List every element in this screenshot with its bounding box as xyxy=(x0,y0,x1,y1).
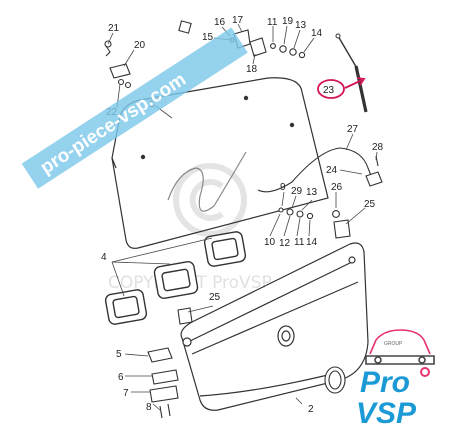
label-15: 15 xyxy=(202,32,214,43)
label-29: 29 xyxy=(291,186,303,197)
label-5: 5 xyxy=(116,349,122,360)
label-20: 20 xyxy=(134,40,146,51)
label-12: 12 xyxy=(279,238,291,249)
label-11-lower: 11 xyxy=(294,237,305,248)
label-9: 9 xyxy=(280,182,286,193)
part-number-labels: 21 20 22 1 15 16 17 18 11 19 13 14 23 27… xyxy=(101,15,384,415)
label-17: 17 xyxy=(232,15,244,26)
highlight-23 xyxy=(317,77,366,99)
gear-icon xyxy=(420,367,430,377)
label-25-right: 25 xyxy=(364,199,376,210)
label-26: 26 xyxy=(331,182,343,193)
car-icon xyxy=(365,329,435,365)
label-28: 28 xyxy=(372,142,384,153)
label-7: 7 xyxy=(123,388,129,399)
logo-group-text: GROUP xyxy=(384,341,403,347)
label-10: 10 xyxy=(264,237,276,248)
logo-line1: Pro xyxy=(360,366,410,399)
label-14-lower: 14 xyxy=(306,237,318,248)
label-21: 21 xyxy=(108,23,120,34)
label-14-top: 14 xyxy=(311,28,323,39)
label-27: 27 xyxy=(347,124,359,135)
label-13-top: 13 xyxy=(295,20,307,31)
logo-line2: VSP xyxy=(356,397,417,430)
label-19: 19 xyxy=(282,16,294,27)
release-cable xyxy=(257,147,383,193)
label-23: 23 xyxy=(323,85,335,96)
label-2: 2 xyxy=(308,404,314,415)
lamp-frames xyxy=(104,231,247,325)
label-16: 16 xyxy=(214,17,226,28)
label-25-left: 25 xyxy=(209,292,221,303)
small-parts xyxy=(104,20,351,419)
provsp-logo: GROUP Pro VSP xyxy=(356,329,435,430)
gas-strut xyxy=(335,33,368,113)
label-8: 8 xyxy=(146,402,152,413)
label-4: 4 xyxy=(101,252,107,263)
label-13-lower: 13 xyxy=(306,187,318,198)
tailgate-panel xyxy=(180,242,369,411)
label-6: 6 xyxy=(118,372,124,383)
label-24: 24 xyxy=(326,165,338,176)
label-18: 18 xyxy=(246,64,258,75)
label-11: 11 xyxy=(267,17,278,28)
